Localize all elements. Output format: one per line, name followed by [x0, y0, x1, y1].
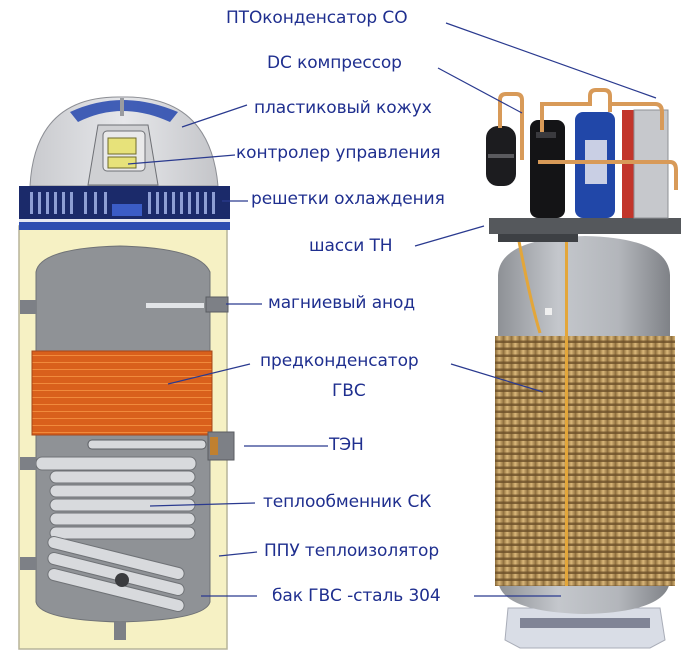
label-dc-compressor: DC компрессор [267, 53, 402, 73]
label-controller: контролер управления [236, 143, 441, 163]
label-pre-condenser-line1: предконденсатор [260, 351, 419, 371]
label-plastic-cover: пластиковый кожух [254, 98, 432, 118]
label-pre-condenser-line2: ГВС [332, 381, 366, 401]
left-cutaway [18, 96, 235, 650]
label-pto-condenser: ПТОконденсатор СО [226, 8, 408, 28]
label-pu-insulation: ППУ теплоизолятор [264, 541, 440, 561]
label-chassis: шасси ТН [309, 236, 393, 256]
right-unit [486, 88, 681, 649]
label-magnesium-anode: магниевый анод [268, 293, 415, 313]
label-solar-heat-exchanger: теплообменник СК [263, 492, 432, 512]
label-heating-element: ТЭН [329, 435, 364, 455]
label-cooling-grilles: решетки охлаждения [251, 189, 445, 209]
leader-lines [127, 22, 657, 597]
label-dhw-tank: бак ГВС -сталь 304 [272, 586, 441, 606]
